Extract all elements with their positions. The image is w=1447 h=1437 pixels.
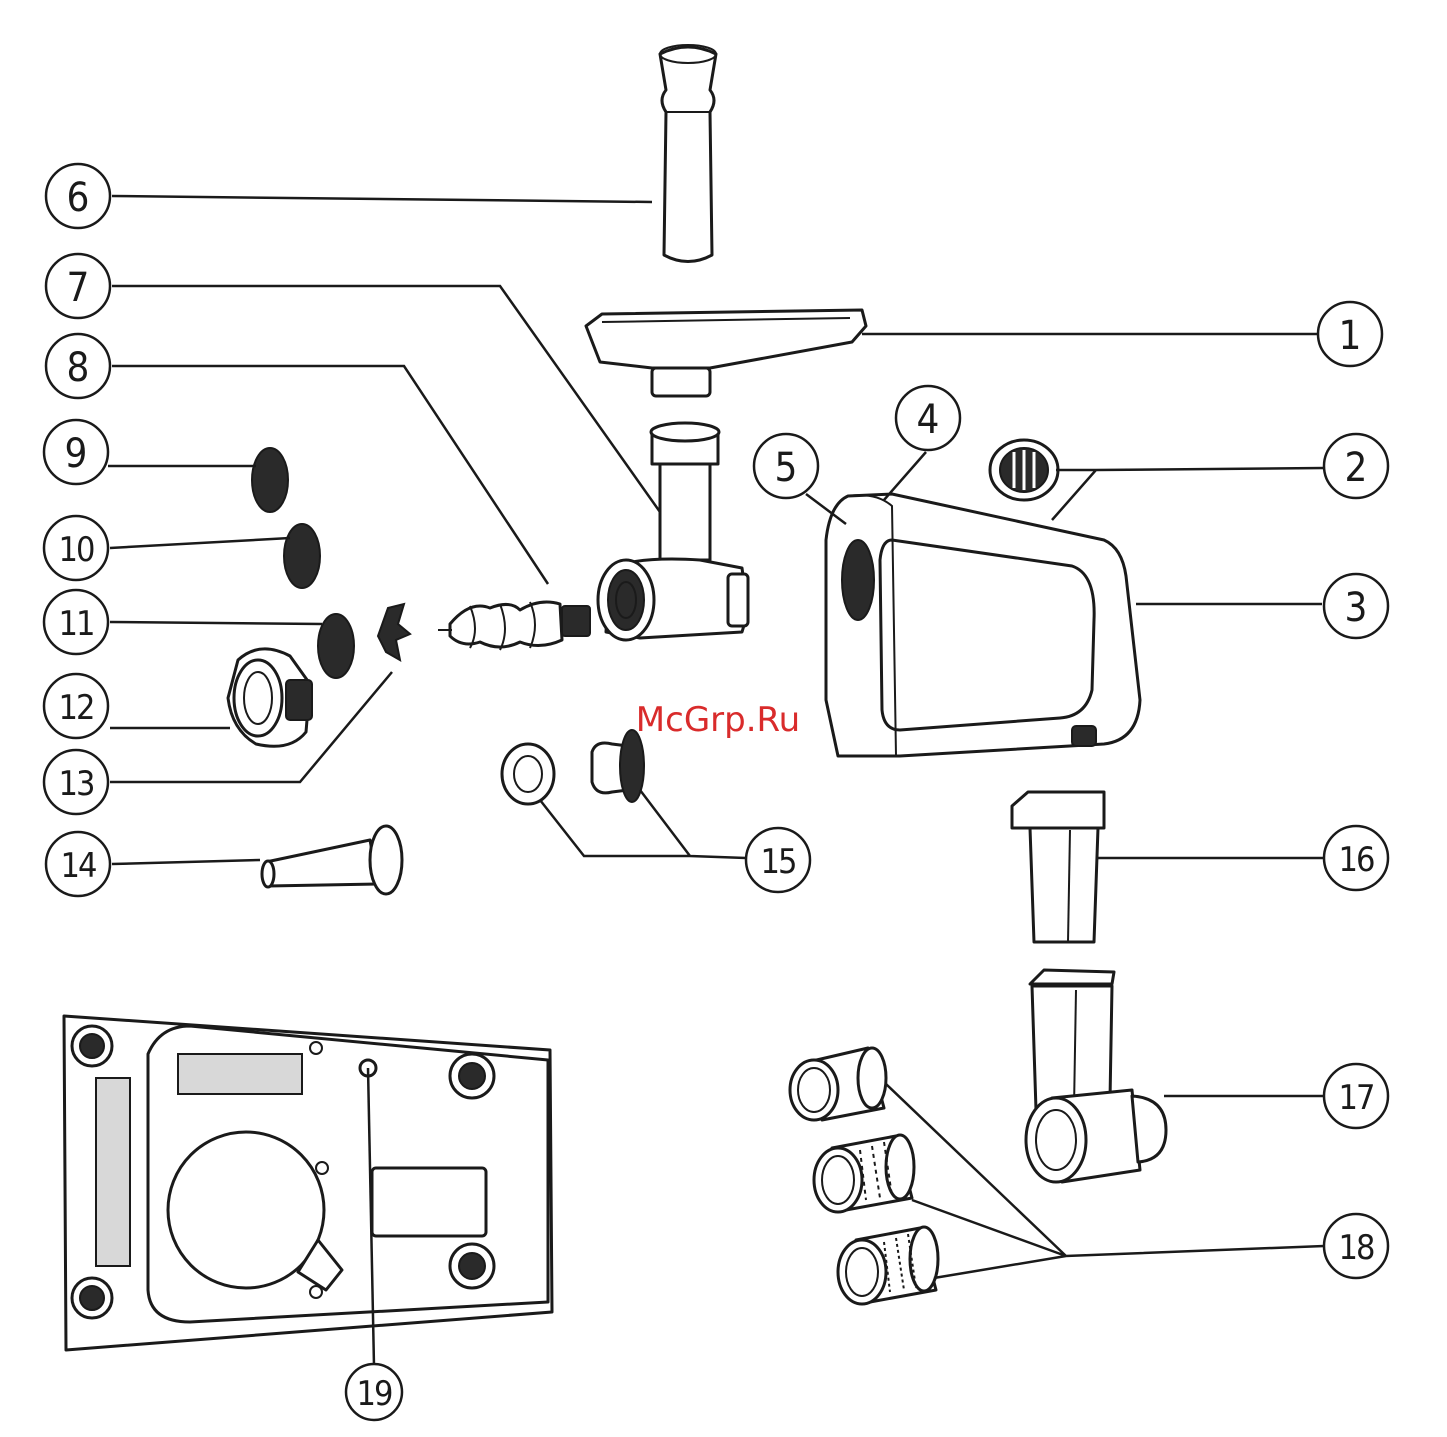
callout-label: 17 xyxy=(1339,1078,1374,1118)
feeding-tray xyxy=(586,310,866,396)
slicer-body xyxy=(1026,970,1166,1182)
callout-4: 4 xyxy=(896,386,960,450)
slicing-drum xyxy=(790,1048,886,1120)
callout-label: 8 xyxy=(67,345,90,391)
cutting-plate-coarse xyxy=(318,614,354,678)
callout-label: 12 xyxy=(59,688,94,728)
power-switch xyxy=(990,440,1058,500)
grating-drum-fine xyxy=(838,1227,938,1304)
callout-13: 13 xyxy=(44,750,108,814)
callout-18: 18 xyxy=(1324,1214,1388,1278)
callout-label: 7 xyxy=(67,265,90,311)
callout-17: 17 xyxy=(1324,1064,1388,1128)
callout-label: 9 xyxy=(65,431,88,477)
callout-label: 2 xyxy=(1345,445,1368,491)
callout-19: 19 xyxy=(346,1364,402,1420)
callout-5: 5 xyxy=(754,434,818,498)
callout-2: 2 xyxy=(1324,434,1388,498)
callout-label: 3 xyxy=(1345,585,1368,631)
callout-14: 14 xyxy=(46,832,110,896)
callout-label: 1 xyxy=(1339,313,1362,359)
cutting-plate-fine xyxy=(252,448,288,512)
auger-screw xyxy=(438,602,590,650)
slicer-pusher xyxy=(1012,792,1104,942)
callout-label: 16 xyxy=(1339,840,1374,880)
callout-6: 6 xyxy=(46,164,110,228)
sausage-attachment xyxy=(262,826,402,894)
callout-12: 12 xyxy=(44,674,108,738)
callout-16: 16 xyxy=(1324,826,1388,890)
callout-label: 14 xyxy=(61,846,96,886)
grating-drum-coarse xyxy=(814,1135,914,1212)
cutting-plate-medium xyxy=(284,524,320,588)
callout-3: 3 xyxy=(1324,574,1388,638)
kebbe-attachment xyxy=(502,730,644,804)
callout-label: 18 xyxy=(1339,1228,1374,1268)
pusher xyxy=(660,45,716,262)
housing-bottom-view xyxy=(64,1016,552,1350)
callout-10: 10 xyxy=(44,516,108,580)
ring-nut xyxy=(228,649,312,746)
cutting-blade xyxy=(378,604,410,660)
callout-label: 13 xyxy=(59,764,94,804)
callout-label: 5 xyxy=(775,445,798,491)
callout-11: 11 xyxy=(44,590,108,654)
motor-housing xyxy=(826,494,1140,756)
callout-label: 4 xyxy=(917,397,940,443)
callout-8: 8 xyxy=(46,334,110,398)
callout-label: 19 xyxy=(357,1374,392,1414)
callout-label: 11 xyxy=(59,604,94,644)
callout-label: 15 xyxy=(761,842,796,882)
callout-label: 6 xyxy=(67,175,90,221)
watermark-text: McGrp.Ru xyxy=(636,700,800,740)
callout-15: 15 xyxy=(746,828,810,892)
callout-7: 7 xyxy=(46,254,110,318)
callout-label: 10 xyxy=(59,530,94,570)
callout-9: 9 xyxy=(44,420,108,484)
callout-1: 1 xyxy=(1318,302,1382,366)
